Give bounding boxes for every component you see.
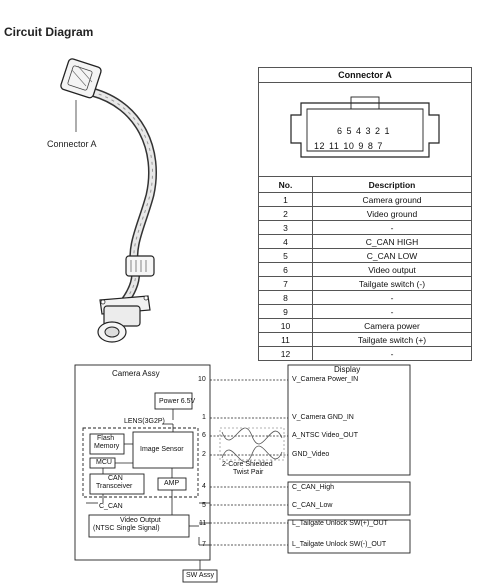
pin-number: 10 (198, 376, 206, 383)
can-transceiver-label-1: CAN (108, 475, 123, 482)
signal-label: C_CAN_Low (292, 502, 333, 509)
pin-row-top: 6 5 4 3 2 1 (337, 126, 391, 136)
pin-no: 3 (258, 220, 313, 235)
pin-no: 4 (258, 234, 313, 249)
pin-no: 2 (258, 206, 313, 221)
signal-label: A_NTSC Video_OUT (292, 432, 359, 439)
signal-label: V_Camera Power_IN (292, 376, 359, 383)
connector-table-title: Connector A (259, 68, 471, 83)
pin-number: 4 (202, 483, 206, 490)
pin-no: 10 (258, 318, 313, 333)
pin-no: 1 (258, 192, 313, 207)
camera-assy-label: Camera Assy (112, 369, 160, 378)
mcu-label: MCU (96, 459, 112, 466)
camera-unit (97, 295, 151, 343)
pin-number: 11 (199, 520, 207, 527)
pin-description: Video ground (312, 206, 472, 221)
page-title: Circuit Diagram (4, 25, 94, 39)
signal-label: V_Camera GND_IN (292, 414, 354, 421)
pin-no: 5 (258, 248, 313, 263)
signal-label: GND_Video (292, 451, 330, 458)
pin-table-row: 9- (258, 304, 472, 319)
pin-no: 7 (258, 276, 313, 291)
pin-number: 6 (202, 432, 206, 439)
pin-no: 11 (258, 332, 313, 347)
pin-description: C_CAN HIGH (312, 234, 472, 249)
pin-number: 5 (202, 502, 206, 509)
pin-description: - (312, 220, 472, 235)
flash-memory-label-2: Memory (94, 443, 120, 450)
circuit-schematic (74, 364, 411, 583)
twist-pair-icon (219, 427, 285, 463)
pin-description: C_CAN LOW (312, 248, 472, 263)
connector-a-plug (60, 58, 102, 99)
pin-description: Video output (312, 262, 472, 277)
pin-table-row: 8- (258, 290, 472, 305)
pin-no: 12 (258, 346, 313, 361)
can-transceiver-label-2: Transceiver (96, 483, 133, 490)
pin-table-row: 12- (258, 346, 472, 361)
pin-number: 7 (202, 541, 206, 548)
signal-label: L_Tailgate Unlock SW(+)_OUT (292, 520, 388, 527)
pin-no: 9 (258, 304, 313, 319)
pin-row-bottom: 12 11 10 9 8 7 (314, 141, 383, 151)
connector-a-table: Connector A 6 5 4 3 2 1 12 11 10 9 8 7 N… (258, 67, 472, 361)
power-label: Power 6.5V (159, 398, 196, 405)
sw-assy-label: SW Assy (186, 572, 215, 579)
pin-no: 8 (258, 290, 313, 305)
col-no-header: No. (258, 176, 313, 193)
video-output-label-2: (NTSC Single Signal) (93, 525, 160, 532)
twist-pair-label-1: 2-Core Shielded (222, 461, 273, 468)
signal-label: L_Tailgate Unlock SW(-)_OUT (292, 541, 387, 548)
twist-pair-label-2: Twist Pair (233, 469, 264, 476)
pin-no: 6 (258, 262, 313, 277)
lens-label: LENS(3G2P) (124, 418, 165, 425)
pin-description: - (312, 304, 472, 319)
signal-label: C_CAN_High (292, 484, 335, 491)
connector-face-icon (290, 96, 440, 158)
c-can-label: C_CAN (99, 503, 123, 510)
connector-face-drawing: 6 5 4 3 2 1 12 11 10 9 8 7 (259, 83, 471, 177)
flash-memory-label-1: Flash (97, 435, 115, 442)
video-output-label-1: Video Output (120, 517, 161, 524)
col-desc-header: Description (312, 176, 472, 193)
camera-harness-illustration (60, 58, 157, 343)
pin-number: 1 (202, 414, 206, 421)
pin-description: Tailgate switch (+) (312, 332, 472, 347)
pin-table-row: 3- (258, 220, 472, 235)
mid-connector (125, 255, 155, 277)
image-sensor-label: Image Sensor (140, 446, 184, 453)
amp-label: AMP (164, 480, 180, 487)
pin-number: 2 (202, 451, 206, 458)
pin-description: Camera ground (312, 192, 472, 207)
connector-a-label: Connector A (47, 139, 97, 149)
pin-description: Tailgate switch (-) (312, 276, 472, 291)
display-label: Display (334, 365, 361, 374)
pin-description: - (312, 290, 472, 305)
pin-description: - (312, 346, 472, 361)
pin-description: Camera power (312, 318, 472, 333)
